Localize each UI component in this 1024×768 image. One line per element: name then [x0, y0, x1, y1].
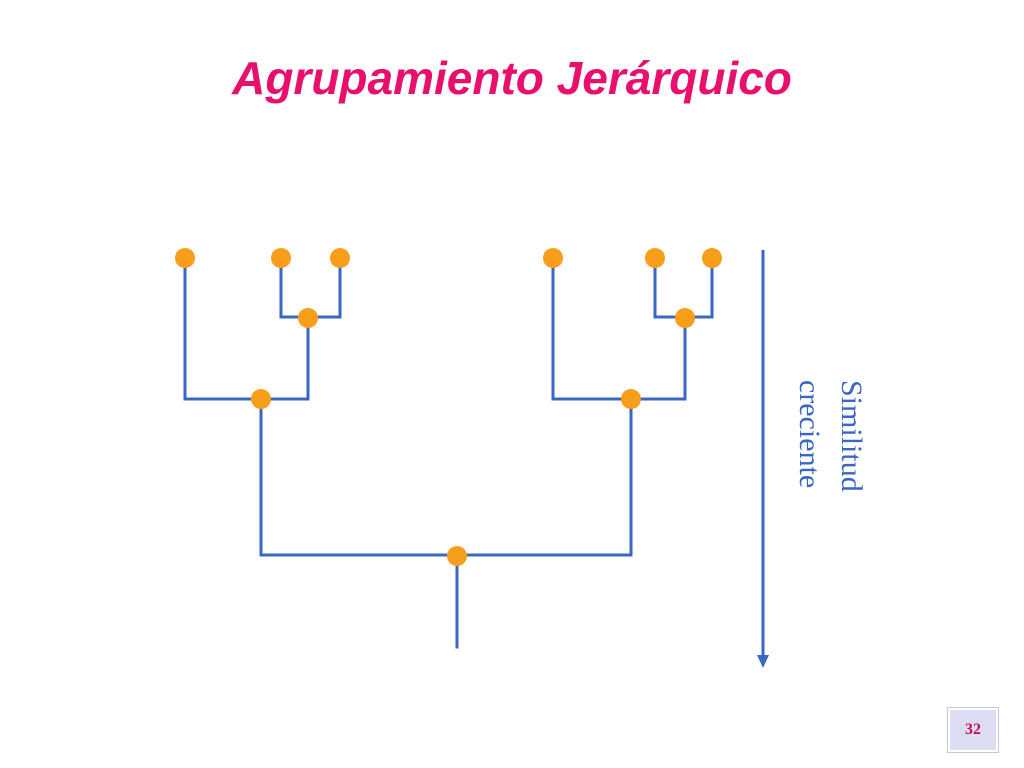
edge-leaf1-merge-a: [183, 256, 310, 401]
merge-node-b: [251, 389, 271, 409]
axis-label-line1: Similitud: [835, 380, 868, 492]
page-number-badge: 32: [947, 707, 999, 753]
page-number: 32: [965, 721, 981, 738]
leaf-node-2: [271, 248, 291, 268]
leaf-node-1: [175, 248, 195, 268]
edge-leaf4-merge-c: [551, 256, 687, 401]
leaf-node-4: [543, 248, 563, 268]
leaf-node-3: [330, 248, 350, 268]
merge-node-c: [675, 308, 695, 328]
similarity-axis: Similitud creciente: [757, 250, 868, 668]
merge-node-a: [298, 308, 318, 328]
leaf-node-6: [702, 248, 722, 268]
slide-title: Agrupamiento Jerárquico: [232, 52, 792, 104]
root-node: [447, 546, 467, 566]
similarity-arrow-head-icon: [757, 655, 769, 668]
merge-node-d: [621, 389, 641, 409]
edge-merge-b-merge-d: [259, 398, 633, 557]
dendrogram-nodes: [175, 248, 722, 566]
axis-label-line2: creciente: [793, 380, 826, 488]
edge-leaf2-leaf3: [279, 256, 342, 319]
dendrogram-edges: [183, 256, 714, 649]
leaf-node-5: [645, 248, 665, 268]
